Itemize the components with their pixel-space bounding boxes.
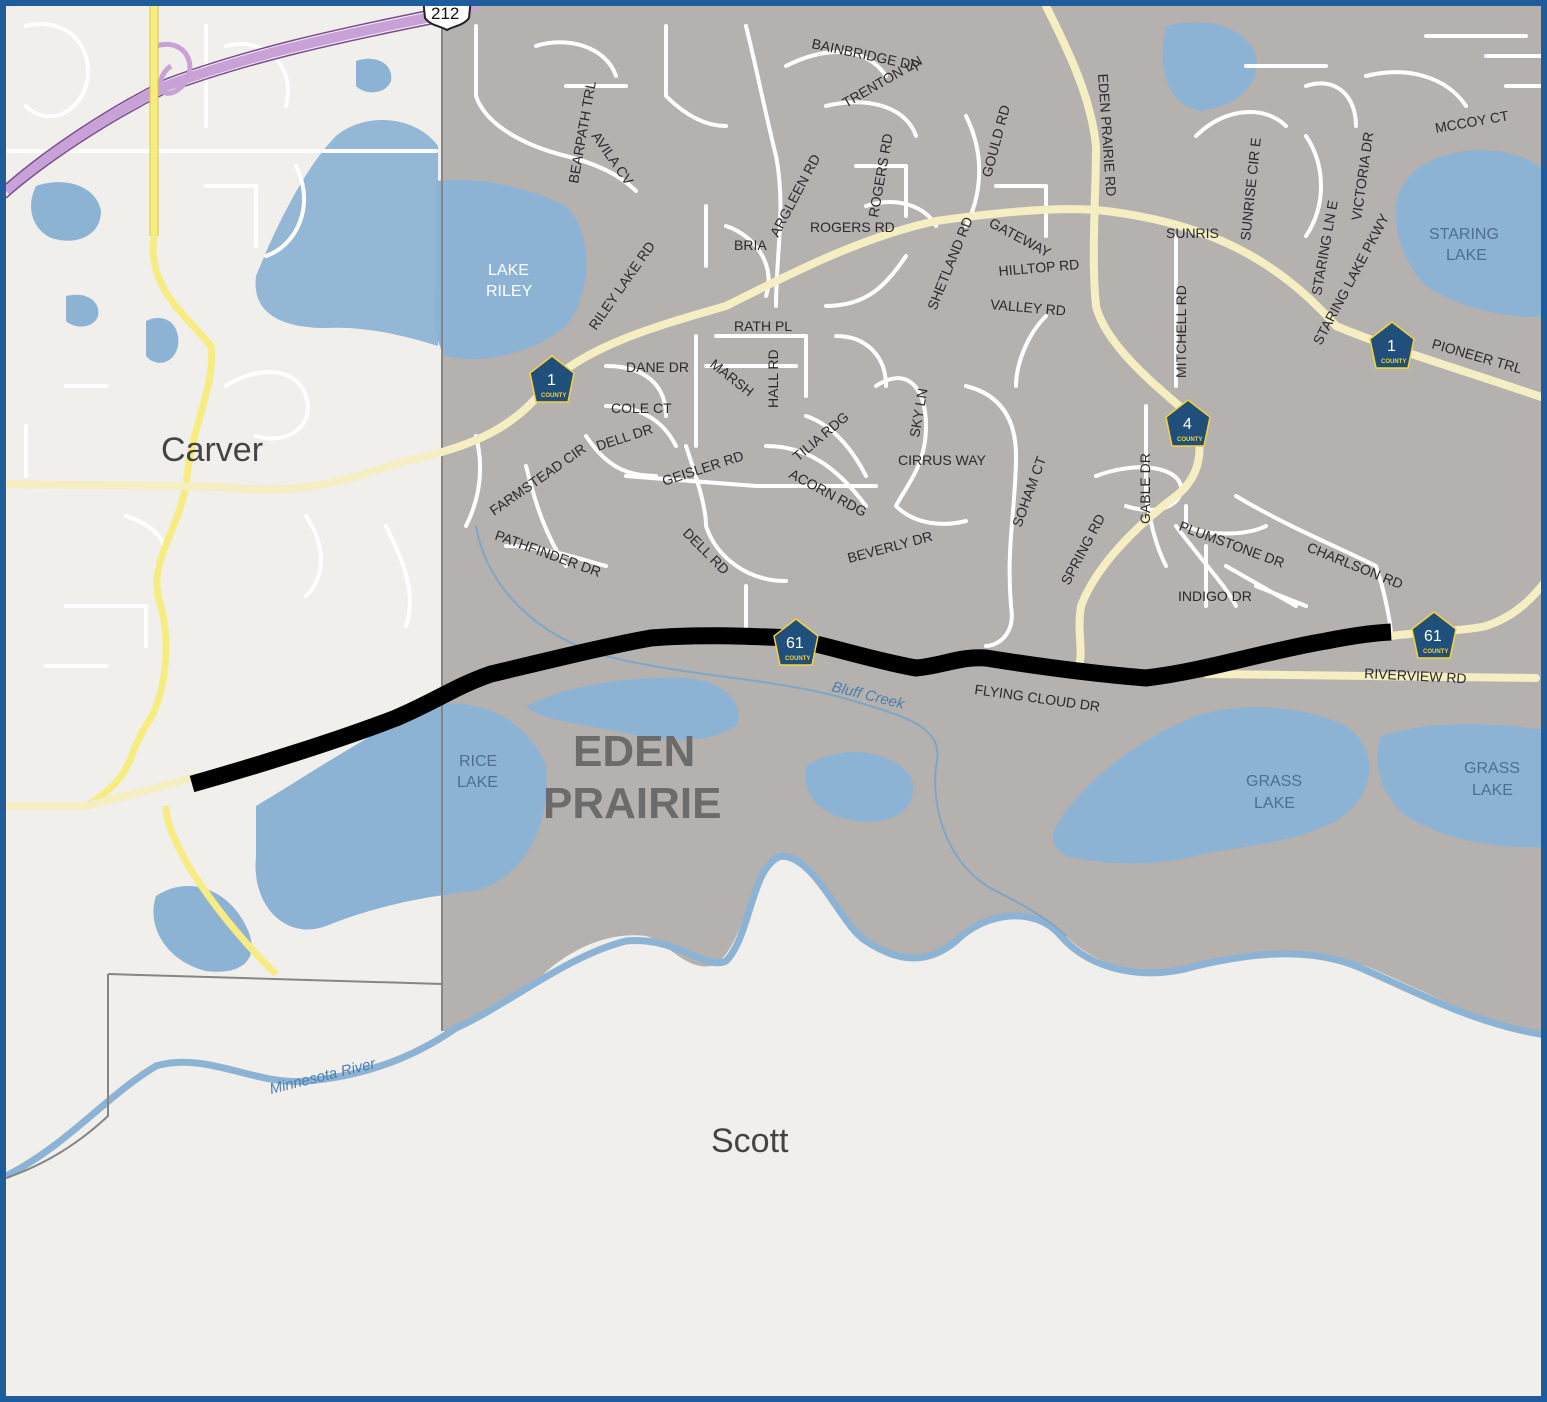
county-roads bbox=[6, 6, 1541, 810]
county-label-carver: Carver bbox=[161, 431, 263, 469]
county-shield-1-west: 1 COUNTY bbox=[529, 355, 575, 403]
state-highway-yellow bbox=[84, 6, 279, 977]
street-label-briar: BRIA bbox=[734, 237, 767, 253]
sw-pond-shape bbox=[153, 886, 252, 972]
riverview-road bbox=[1202, 670, 1540, 682]
county-shield-4: 4 COUNTY bbox=[1165, 399, 1211, 447]
lake-label-riley-2: RILEY bbox=[486, 283, 533, 300]
lake-label-staring-1: STARING bbox=[1429, 226, 1499, 243]
street-label-sunrise: SUNRIS bbox=[1166, 225, 1219, 241]
county-shield-61-west-number: 61 bbox=[786, 635, 804, 652]
west-lake-2-shape bbox=[146, 317, 179, 363]
staring-lake-shape bbox=[1395, 150, 1541, 317]
water-layer bbox=[31, 22, 1541, 972]
lake-label-rice-2: LAKE bbox=[457, 774, 498, 791]
state-highway-yellow-edge bbox=[149, 6, 159, 236]
street-label-dane-dr: DANE DR bbox=[626, 359, 689, 375]
west-lake-1-shape bbox=[31, 182, 101, 241]
county-shield-1-west-number: 1 bbox=[547, 372, 556, 389]
bluff-creek-line bbox=[475, 525, 1067, 937]
county-shield-61-west-caption: COUNTY bbox=[785, 656, 810, 662]
lake-label-rice-1: RICE bbox=[459, 753, 497, 770]
center-pond-shape bbox=[805, 752, 914, 822]
lake-label-grass-2-2: LAKE bbox=[1472, 782, 1513, 799]
flying-cloud-corridor bbox=[189, 623, 1392, 793]
county-shield-61-east-caption: COUNTY bbox=[1423, 649, 1448, 655]
county-label-scott: Scott bbox=[711, 1122, 789, 1160]
us-212-shield-number: 212 bbox=[431, 6, 459, 23]
city-label-line2: PRAIRIE bbox=[543, 779, 721, 828]
street-label-cole-ct: COLE CT bbox=[611, 400, 672, 416]
street-label-rath-pl: RATH PL bbox=[734, 318, 792, 334]
street-label-hall-rd: HALL RD bbox=[765, 349, 781, 408]
county-shield-1-east: 1 COUNTY bbox=[1369, 321, 1415, 369]
minnesota-river-line bbox=[6, 852, 1541, 1180]
grass-lake-2-shape bbox=[1377, 724, 1541, 848]
pioneer-trail-road bbox=[6, 205, 1541, 494]
city-label-line1: EDEN bbox=[573, 727, 695, 776]
lake-label-grass-1-2: LAKE bbox=[1254, 795, 1295, 812]
county-shield-1-east-number: 1 bbox=[1387, 338, 1396, 355]
county-shield-61-west: 61 COUNTY bbox=[773, 618, 819, 666]
grass-lake-1-shape bbox=[1053, 707, 1370, 864]
us-212-shield: 212 bbox=[422, 6, 472, 32]
rice-lake-shape bbox=[255, 703, 547, 930]
lake-label-grass-1-1: GRASS bbox=[1246, 773, 1302, 790]
lake-label-grass-2-1: GRASS bbox=[1464, 760, 1520, 777]
county-shield-4-number: 4 bbox=[1183, 416, 1192, 433]
county-shield-1-west-caption: COUNTY bbox=[541, 393, 566, 399]
lake-riley-west-shape bbox=[255, 119, 438, 347]
us-212-highway bbox=[6, 6, 478, 195]
lake-riley-shape bbox=[434, 179, 587, 360]
west-lake-3-shape bbox=[66, 294, 99, 327]
county-shield-1-east-caption: COUNTY bbox=[1381, 359, 1406, 365]
street-label-indigo-dr: INDIGO DR bbox=[1178, 588, 1252, 604]
street-label-valley-rd: VALLEY RD bbox=[990, 296, 1067, 319]
county-shield-61-east: 61 COUNTY bbox=[1411, 611, 1457, 659]
boundary-lines bbox=[6, 6, 443, 1179]
street-label-mitchell-rd: MITCHELL RD bbox=[1173, 285, 1189, 378]
county-shield-61-east-number: 61 bbox=[1424, 628, 1442, 645]
street-label-hilltop-rd: HILLTOP RD bbox=[998, 256, 1080, 279]
west-lake-4-shape bbox=[356, 58, 392, 93]
street-label-rogers-rd: ROGERS RD bbox=[810, 219, 895, 235]
lake-label-staring-2: LAKE bbox=[1446, 247, 1487, 264]
eden-prairie-road bbox=[1042, 6, 1204, 675]
rice-lake-north-shape bbox=[526, 677, 739, 740]
lake-label-riley-1: LAKE bbox=[488, 262, 529, 279]
street-label-cirrus-way: CIRRUS WAY bbox=[898, 452, 987, 468]
street-label-riverview-rd: RIVERVIEW RD bbox=[1364, 665, 1467, 686]
us-212-ramp bbox=[155, 41, 193, 96]
county-shield-4-caption: COUNTY bbox=[1177, 437, 1202, 443]
flying-cloud-drive-west bbox=[6, 772, 200, 810]
street-label-gable-dr: GABLE DR bbox=[1137, 453, 1153, 524]
map-canvas[interactable]: Carver Scott EDEN PRAIRIE LAKE RILEY STA… bbox=[6, 6, 1547, 1402]
north-lake-shape bbox=[1162, 22, 1257, 111]
